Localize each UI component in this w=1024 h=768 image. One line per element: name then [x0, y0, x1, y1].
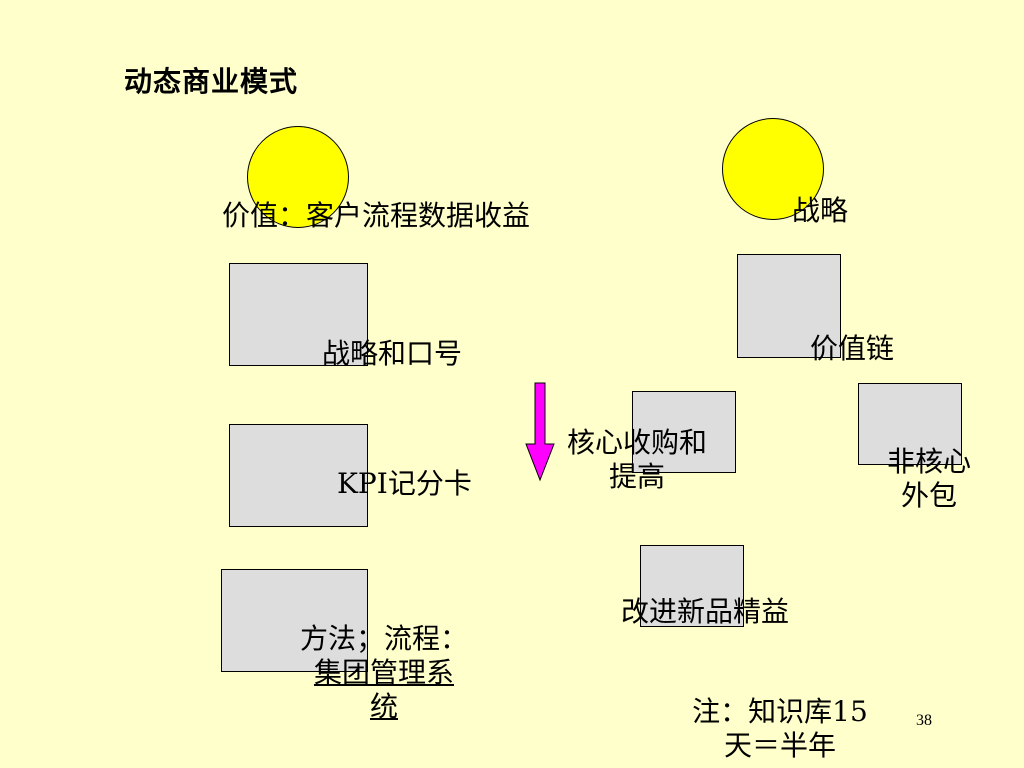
core-line-2: 提高 [608, 460, 665, 493]
method-label: 方法；流程： 集团管理系 统 [284, 622, 484, 724]
note-line-2: 天＝半年 [723, 729, 836, 762]
right-box-value-chain [737, 254, 841, 358]
left-yellow-circle [247, 126, 349, 228]
method-line-2: 集团管理系 [313, 656, 454, 689]
slide-title: 动态商业模式 [124, 65, 299, 98]
left-box-kpi [229, 424, 368, 527]
noncore-outsourcing-label: 非核心 外包 [869, 445, 989, 513]
improve-new-product-label: 改进新品精益 [621, 595, 790, 628]
strategy-label: 战略 [792, 194, 849, 227]
left-box-method [221, 569, 368, 672]
kpi-scorecard-label: KPI记分卡 [337, 467, 472, 500]
right-box-noncore [858, 383, 962, 465]
method-line-1: 方法；流程： [299, 622, 468, 655]
value-label: 价值：客户流程数据收益 [222, 199, 531, 232]
core-acquisition-label: 核心收购和 提高 [537, 426, 737, 494]
page-number: 38 [916, 712, 932, 729]
right-box-improve [640, 545, 744, 627]
noncore-line-2: 外包 [900, 479, 957, 512]
down-arrow-icon [525, 382, 555, 482]
noncore-line-1: 非核心 [886, 445, 971, 478]
left-box-strategy [229, 263, 368, 366]
note-line-1: 注：知识库15 [692, 695, 868, 728]
strategy-slogan-label: 战略和口号 [322, 337, 463, 370]
right-yellow-circle [722, 118, 824, 220]
core-line-1: 核心收购和 [566, 426, 707, 459]
method-line-3: 统 [369, 690, 398, 723]
knowledge-base-note: 注：知识库15 天＝半年 [665, 695, 895, 763]
right-box-core [632, 391, 736, 473]
value-chain-label: 价值链 [810, 332, 895, 365]
